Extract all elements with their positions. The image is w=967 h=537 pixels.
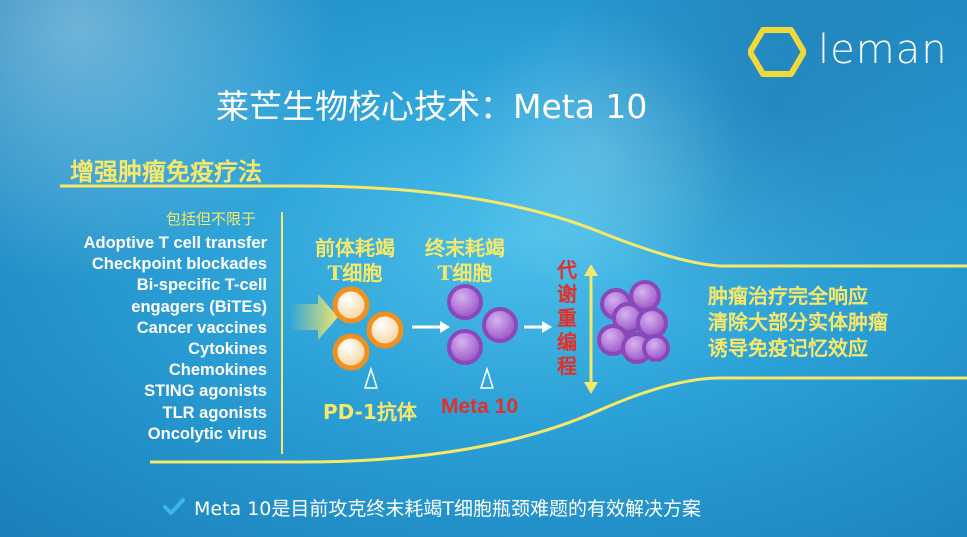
precursor-cell: [335, 289, 367, 321]
reprogram-label: 代谢重编程: [552, 258, 582, 378]
arrow-head: [542, 321, 552, 333]
pd1-marker-icon: [365, 369, 377, 388]
activated-cell-cluster: [599, 282, 668, 362]
reprogram-double-arrow: [584, 264, 598, 394]
footer-text: Meta 10是目前攻克终末耗竭T细胞瓶颈难题的有效解决方案: [194, 494, 701, 521]
terminal-cell: [449, 286, 481, 318]
precursor-cell: [335, 336, 367, 368]
check-icon: [162, 497, 186, 517]
outcome-item: 诱导免疫记忆效应: [708, 335, 888, 361]
terminal-cell: [484, 309, 516, 341]
outcome-item: 肿瘤治疗完全响应: [708, 283, 888, 309]
pd1-antibody-label: PD-1抗体: [323, 396, 417, 425]
meta10-marker-icon: [481, 369, 493, 388]
outcome-list: 肿瘤治疗完全响应 清除大部分实体肿瘤 诱导免疫记忆效应: [708, 283, 888, 361]
terminal-cell: [449, 331, 481, 363]
precursor-cell: [369, 314, 401, 346]
flow-arrows: [412, 321, 552, 333]
arrow-head: [440, 321, 450, 333]
reprogram-label-text: 代谢重编程: [552, 258, 582, 378]
meta10-label: Meta 10: [441, 395, 518, 419]
precursor-cells: [335, 289, 401, 368]
terminal-cells: [449, 286, 516, 363]
outcome-item: 清除大部分实体肿瘤: [708, 309, 888, 335]
